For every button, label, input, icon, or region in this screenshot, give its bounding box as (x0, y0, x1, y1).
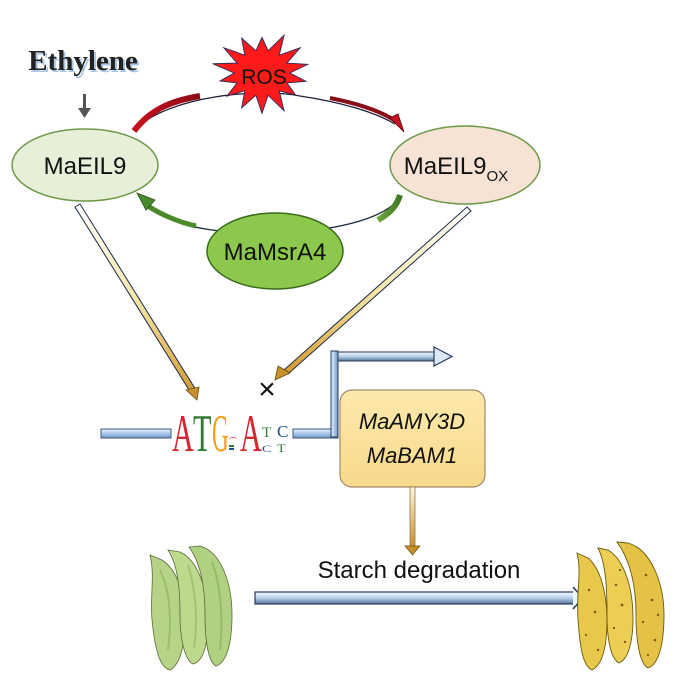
mamsra4-label: MaMsrA4 (224, 239, 327, 266)
binding-arrow-maeil9-ox (274, 206, 472, 381)
maeil9-ox-label: MaEIL9OX (404, 153, 508, 185)
motif-spacer-mark (229, 448, 234, 450)
motif-letter: G (212, 404, 229, 462)
ethylene-label: Ethylene (28, 45, 138, 77)
starch-degradation-label: Starch degradation (318, 557, 521, 584)
node-maeil9[interactable]: MaEIL9 (11, 128, 159, 202)
dna-strand-left (100, 428, 172, 439)
motif-letter: A (240, 406, 262, 464)
motif-stacked-top: C (277, 422, 288, 441)
unripe-bananas (149, 545, 233, 671)
ethylene-arrow (78, 94, 91, 118)
ripe-banana-spots (584, 568, 660, 657)
promoter-motif: A T G ⌒ A T C C T (172, 404, 288, 463)
motif-stacked-bottom: T (277, 442, 286, 454)
transcription-start-arrow (330, 346, 454, 438)
gene-mabam1: MaBAM1 (367, 443, 457, 468)
motif-spacer-mark (229, 445, 234, 447)
motif-spacer-glyph: ⌒ (229, 437, 237, 446)
ros-burst: ROS (212, 33, 310, 115)
gene-to-starch-arrow (404, 486, 421, 556)
maeil9-label: MaEIL9 (44, 153, 127, 180)
node-mamsra4[interactable]: MaMsrA4 (206, 212, 344, 290)
node-maeil9-ox[interactable]: MaEIL9OX (389, 125, 541, 205)
oxidation-arrow (131, 92, 405, 133)
ros-label: ROS (241, 66, 287, 89)
ripening-arrow (254, 586, 585, 610)
ripe-bananas (576, 541, 665, 671)
ethylene-label-shadow: Ethylene (30, 47, 140, 79)
binding-arrow-maeil9 (74, 203, 200, 401)
motif-letter: T (193, 406, 211, 464)
motif-stacked-bottom: C (262, 443, 271, 454)
motif-letter: A (172, 406, 194, 464)
target-gene-box[interactable]: MaAMY3D MaBAM1 (339, 389, 486, 488)
gene-maamy3d: MaAMY3D (359, 409, 465, 434)
block-symbol: × (258, 373, 276, 406)
motif-stacked-top: T (262, 425, 271, 441)
